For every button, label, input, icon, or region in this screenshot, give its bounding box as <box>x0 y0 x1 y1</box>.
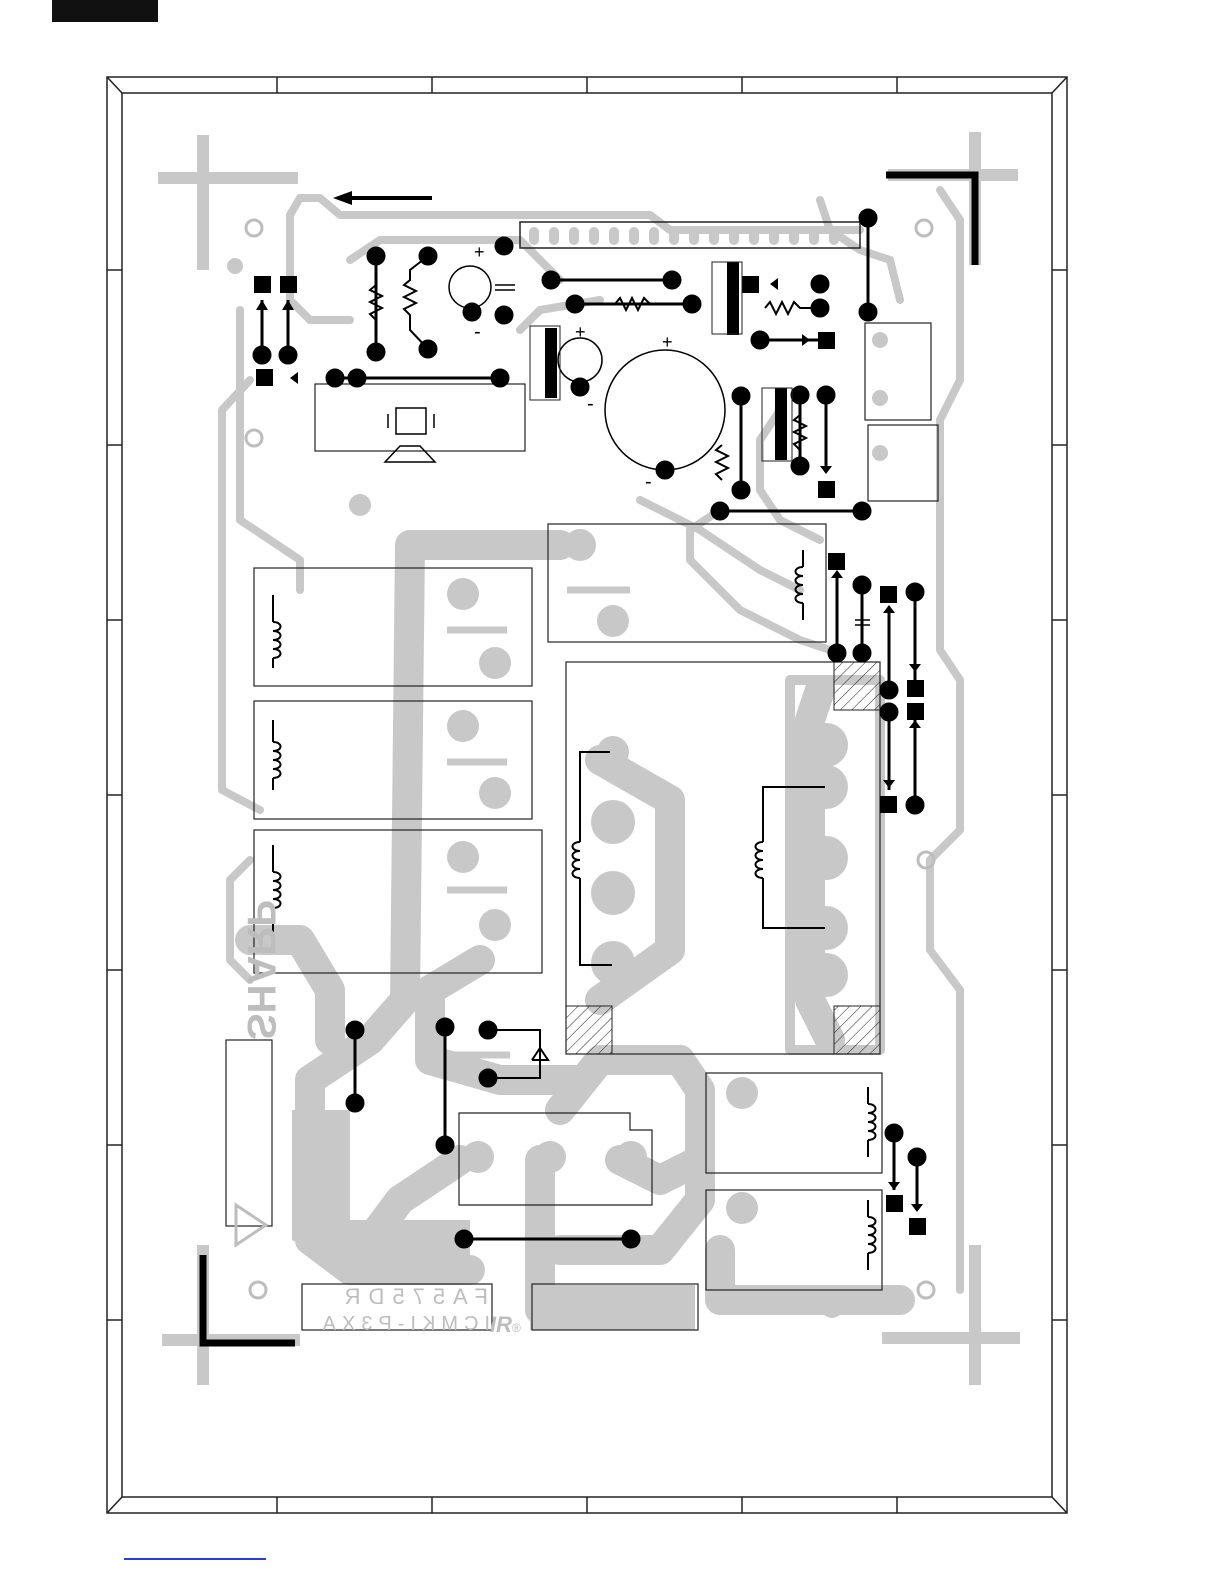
svg-text:-: - <box>474 321 481 343</box>
arrow-left-icon <box>333 191 432 205</box>
svg-text:+: + <box>662 332 673 352</box>
part-label: ICMKI-P3XA <box>317 1313 490 1335</box>
connector-strip <box>520 222 860 248</box>
svg-text:+: + <box>575 322 586 342</box>
warning-triangle-icon <box>236 1205 266 1245</box>
maker-logo: IR <box>490 1312 512 1337</box>
svg-text:-: - <box>645 471 652 493</box>
registered-mark: ® <box>512 1321 521 1335</box>
svg-text:+: + <box>474 242 485 262</box>
buzzer-icon <box>385 408 435 462</box>
copper-traces <box>222 190 960 1330</box>
footer-link[interactable] <box>124 1558 266 1560</box>
svg-text:-: - <box>587 393 594 415</box>
model-label: FA575DR <box>337 1284 488 1309</box>
brand-label: SHARP <box>239 900 283 1040</box>
